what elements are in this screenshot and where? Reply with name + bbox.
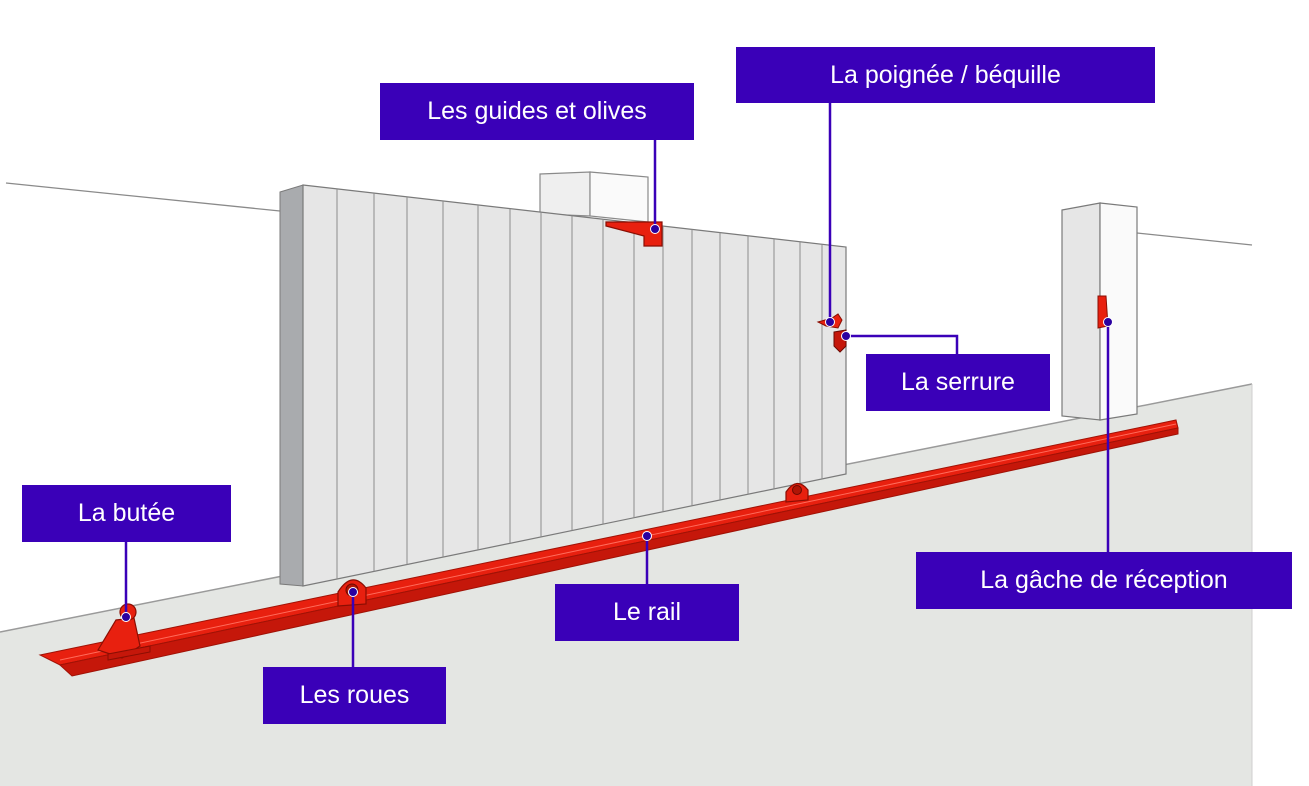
- dot-butee: [121, 612, 131, 622]
- leader-dots: [121, 224, 1113, 622]
- label-roues: Les roues: [263, 667, 446, 724]
- gate-edge: [279, 184, 304, 587]
- label-guides-olives: Les guides et olives: [380, 83, 694, 140]
- label-serrure: La serrure: [866, 354, 1050, 411]
- leader-lines: [124, 103, 1110, 667]
- label-poignee-bequille: La poignée / béquille: [736, 47, 1155, 103]
- wheel-right: [785, 482, 809, 503]
- dot-gache: [1103, 317, 1113, 327]
- dot-guides: [650, 224, 660, 234]
- gate-panel: [302, 184, 847, 587]
- left-wall-top-line: [5, 182, 281, 212]
- label-rail: Le rail: [555, 584, 739, 641]
- label-gache-reception: La gâche de réception: [916, 552, 1292, 609]
- guide-bracket: [605, 221, 663, 247]
- leader-serrure: [846, 334, 959, 354]
- gate: [279, 184, 847, 587]
- label-butee: La butée: [22, 485, 231, 542]
- right-wall-top-line: [1136, 232, 1253, 246]
- dot-rail: [642, 531, 652, 541]
- dot-roues: [348, 587, 358, 597]
- dot-serrure: [841, 331, 851, 341]
- dot-poignee: [825, 317, 835, 327]
